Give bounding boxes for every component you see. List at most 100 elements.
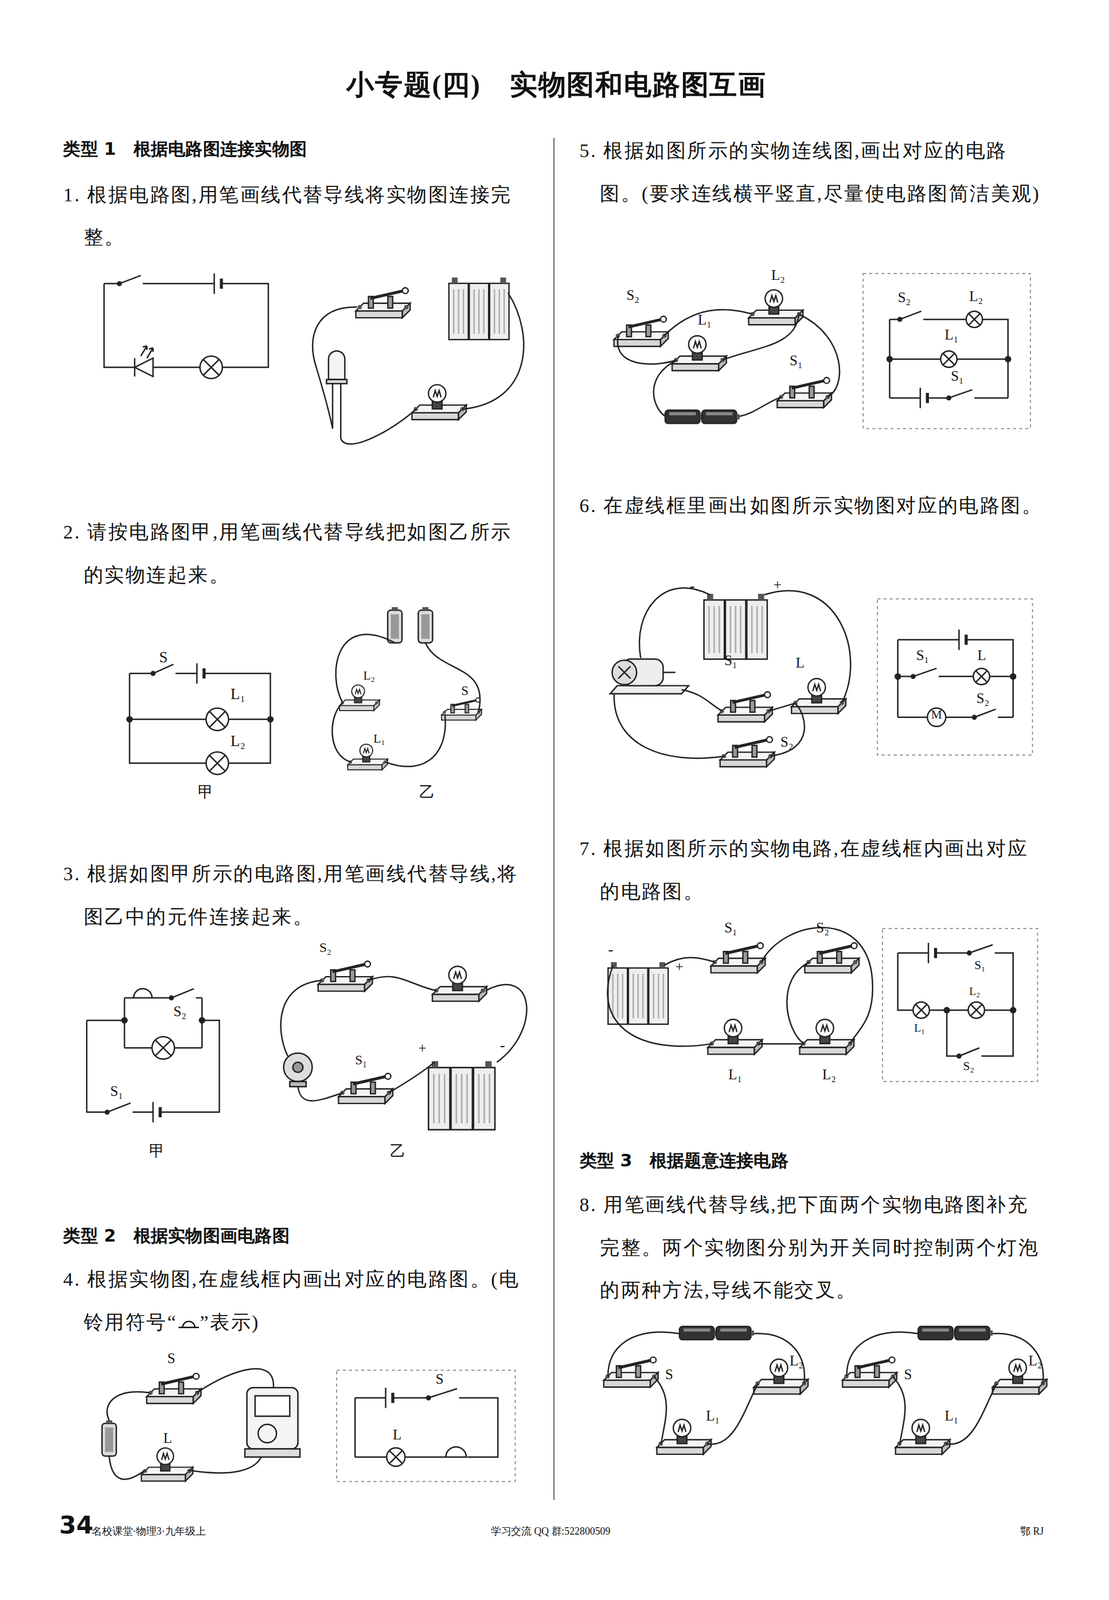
label-text: S (903, 1367, 912, 1383)
label-text: 名校课堂·物理3·九年级上 (91, 1525, 206, 1537)
electric-bell (283, 1052, 313, 1087)
bulb-on-base (707, 1019, 763, 1055)
label-text: 甲 (149, 1142, 165, 1159)
bulb-on-base (799, 1019, 855, 1055)
label-text: 5. 根据如图所示的实物连线图,画出对应的电路图。(要求连线横平竖直,尽量使电路… (579, 139, 1041, 205)
real-circuit-3 (280, 961, 527, 1130)
real-circuit-4 (102, 1368, 300, 1482)
label-text: L₂ (969, 289, 983, 305)
bulb-on-base (339, 684, 380, 711)
label-text: L₂ (822, 1067, 837, 1083)
label-text: S₂ (976, 690, 990, 707)
component-label: L₂ (362, 669, 375, 684)
bulb-on-base (432, 966, 487, 1002)
component-label: S₂ (963, 1060, 975, 1075)
question-text: 7. 根据如图所示的实物电路,在虚线框内画出对应的电路图。 (579, 827, 1045, 913)
storage-battery (428, 1060, 495, 1130)
circuit-schematic-1 (103, 273, 268, 379)
label-text: S (665, 1367, 674, 1383)
label-text: S₂ (319, 939, 332, 956)
label-text: + (675, 958, 684, 975)
knife-switch (338, 1073, 393, 1104)
component-label: S₁ (354, 1052, 367, 1069)
knife-switch (356, 287, 411, 318)
component-label: S₁ (916, 647, 930, 665)
question-text: 4. 根据实物图,在虚线框内画出对应的电路图。(电铃用符号“”表示) (63, 1258, 533, 1344)
component-label: S₂ (319, 940, 332, 956)
label-text: L₁ (728, 1067, 743, 1083)
circuit-schematic-3 (86, 988, 220, 1123)
led (328, 350, 345, 380)
label-text: L₁ (373, 731, 385, 747)
component-label: 甲 (197, 783, 214, 802)
component-label: S₁ (110, 1083, 124, 1101)
answer-box-7 (882, 928, 1038, 1082)
knife-switch (717, 691, 773, 722)
answer-box-6 (877, 598, 1033, 755)
component-label: L₂ (789, 1352, 804, 1370)
question-text: 3. 根据如图甲所示的电路图,用笔画线代替导线,将图乙中的元件连接起来。 (63, 852, 533, 939)
component-label: S (167, 1350, 176, 1368)
label-text: L₂ (771, 267, 786, 283)
answer-box-4 (336, 1369, 515, 1482)
knife-switch (804, 942, 859, 973)
label-text: 类型 3 根据题意连接电路 (579, 1149, 789, 1171)
label-text: S₁ (974, 958, 986, 973)
component-label: L₁ (697, 311, 712, 329)
dry-cell (665, 409, 704, 424)
label-text: 34 (59, 1510, 93, 1540)
question-text: 5. 根据如图所示的实物连线图,画出对应的电路图。(要求连线横平竖直,尽量使电路… (579, 129, 1045, 216)
component-label: L₂ (1028, 1352, 1042, 1370)
label-text: L₂ (969, 984, 980, 997)
component-label: L₂ (822, 1067, 837, 1084)
label-text: - (500, 1036, 506, 1053)
component-label: 学习交流 QQ 群:522800509 (490, 1525, 611, 1537)
component-label: L₁ (230, 685, 246, 704)
component-label: S₂ (976, 690, 990, 708)
label-text: L (977, 647, 986, 664)
component-label: S₂ (897, 289, 912, 307)
component-label: L₁ (945, 327, 959, 345)
real-circuit-5 (614, 289, 840, 424)
question-text: 1. 根据电路图,用笔画线代替导线将实物图连接完整。 (63, 173, 533, 259)
real-circuit-2 (332, 607, 482, 771)
bulb-on-base (672, 335, 727, 371)
answer-box-5 (863, 273, 1031, 429)
label-text: 乙 (419, 783, 435, 800)
label-text: 鄂 RJ (1020, 1525, 1044, 1537)
label-text: L₁ (945, 327, 959, 343)
component-label: S₁ (789, 353, 803, 370)
label-text: S₁ (724, 653, 738, 669)
label-text: + (418, 1040, 427, 1057)
component-label: S₁ (950, 368, 964, 385)
component-label: L (392, 1427, 402, 1444)
label-text: - (689, 577, 695, 594)
knife-switch (720, 736, 775, 767)
knife-switch (318, 961, 373, 991)
component-label: S (665, 1367, 674, 1384)
question-text: 6. 在虚线框里画出如图所示实物图对应的电路图。 (579, 484, 1045, 528)
section-heading: 34 (59, 1512, 93, 1541)
section-heading: 类型 2 根据实物图画电路图 (63, 1226, 290, 1247)
component-label: 名校课堂·物理3·九年级上 (91, 1525, 206, 1537)
knife-switch (441, 697, 482, 721)
knife-switch (603, 1356, 659, 1387)
component-label: L₁ (728, 1067, 743, 1084)
component-label: L₁ (705, 1407, 720, 1425)
label-text: L₁ (914, 1021, 925, 1034)
component-label: + (773, 577, 782, 595)
dry-cell (418, 607, 433, 643)
label-text: S (435, 1371, 444, 1387)
question-text: 2. 请按电路图甲,用笔画线代替导线把如图乙所示的实物连起来。 (63, 510, 533, 597)
dry-cell (716, 1326, 755, 1340)
label-text: S₁ (354, 1051, 367, 1068)
bulb-on-base (411, 384, 467, 420)
component-label: S (159, 649, 169, 667)
section-heading: 类型 1 根据电路图连接实物图 (63, 139, 307, 160)
component-label: - (607, 940, 613, 959)
label-text: L (163, 1430, 173, 1446)
component-label: L₁ (373, 732, 385, 747)
component-label: + (675, 958, 684, 976)
component-label: S₂ (780, 734, 794, 752)
